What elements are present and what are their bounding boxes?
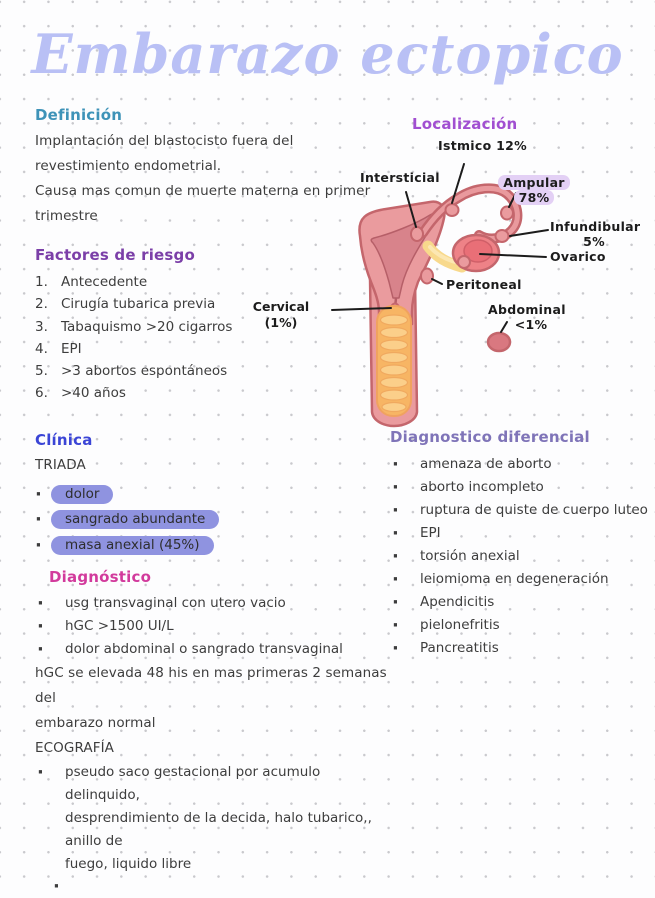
ecografia-heading: ECOGRAFÍA	[35, 740, 114, 757]
list-item: >3 abortos espontáneos	[61, 363, 228, 380]
highlighted-text: dolor	[51, 484, 114, 504]
factores-heading: Factores de riesgo	[35, 246, 195, 264]
ecografia-line: pseudo saco gestacional por acumulo deli…	[65, 764, 321, 804]
label-text: Cervical	[252, 299, 310, 314]
label-istmico: Istmico 12%	[438, 138, 527, 153]
definicion-heading: Definición	[35, 106, 123, 124]
localizacion-heading: Localización	[412, 115, 518, 133]
list-item: Apendicitis	[390, 591, 648, 614]
label-pct: <1%	[514, 317, 548, 332]
ovary-inner-shape	[463, 239, 493, 263]
list-item: sangrado abundante	[35, 507, 387, 533]
page-title: Embarazo ectopico	[31, 22, 624, 86]
pointer-lines	[331, 163, 549, 333]
list-item: pseudo saco gestacional por acumulo deli…	[35, 761, 387, 876]
list-item: usg transvaginal con utero vacio	[35, 592, 387, 615]
label-pct: 5%	[583, 234, 605, 249]
list-item: masa anexial (45%)	[35, 533, 387, 559]
list-item: Pancreatitis	[390, 637, 648, 660]
definicion-line: Implantación del blastocisto fuera del r…	[35, 133, 294, 174]
list-item: hGC >1500 UI/L	[35, 615, 387, 638]
list-item: torsión anexial	[390, 545, 648, 568]
uterus-illustration	[331, 163, 549, 428]
istmico-nodule	[444, 203, 460, 217]
infundibular-nodule	[494, 229, 510, 243]
infundibular-pointer	[509, 229, 549, 237]
label-pct: 78%	[513, 190, 555, 205]
peritoneal-pointer	[431, 278, 443, 285]
vaginal-ridges	[379, 314, 409, 413]
list-item: ruptura de quiste de cuerpo luteo	[390, 499, 648, 522]
label-cervical: Cervical (1%)	[248, 299, 314, 331]
label-ovarico: Ovarico	[550, 249, 606, 264]
diferencial-list: amenaza de aborto aborto incompleto rupt…	[390, 453, 648, 660]
label-intersticial: Intersticial	[360, 170, 440, 185]
clinica-heading: Clínica	[35, 430, 93, 449]
list-item: >40 años	[61, 385, 126, 402]
ecografia-line: fuego, liquido libre	[65, 856, 192, 873]
clinica-list: dolor sangrado abundante masa anexial (4…	[35, 482, 387, 559]
uterus-diagram: Istmico 12% Intersticial Ampular 78% Inf…	[330, 130, 655, 430]
left-column: Definición Implantación del blastocisto …	[35, 106, 387, 898]
highlighted-text: masa anexial (45%)	[51, 535, 214, 555]
diagnostico-note: hGC se elevada 48 his en mas primeras 2 …	[35, 665, 387, 707]
list-item: amenaza de aborto	[390, 453, 648, 476]
list-item: pielonefritis	[390, 614, 648, 637]
diagnostico-note: embarazo normal	[35, 715, 156, 732]
list-item: leiomioma en degeneración	[390, 568, 648, 591]
empty-bullet: ·	[53, 876, 60, 898]
intersticial-nodule	[410, 226, 424, 242]
list-item: Cirugía tubarica previa	[61, 296, 216, 313]
peritoneal-nodule	[420, 267, 434, 285]
label-text: Ampular	[498, 175, 570, 190]
ecografia-line: desprendimiento de la decida, halo tubar…	[65, 810, 372, 850]
label-peritoneal: Peritoneal	[446, 277, 522, 292]
label-pct: (1%)	[264, 315, 298, 330]
label-ampular: Ampular 78%	[493, 175, 575, 205]
ovum-shape	[457, 255, 471, 269]
list-item: EPI	[390, 522, 648, 545]
intersticial-pointer	[405, 191, 417, 228]
istmico-pointer	[451, 163, 465, 204]
list-item: dolor	[35, 482, 387, 508]
definicion-line: Causa mas comun de muerte materna en pri…	[35, 183, 371, 224]
list-item: Antecedente	[61, 274, 148, 290]
clinica-subheading: TRIADA	[35, 456, 86, 473]
ecografia-list: pseudo saco gestacional por acumulo deli…	[35, 761, 387, 876]
label-text: Abdominal	[488, 302, 566, 317]
right-column: Diagnostico diferencial amenaza de abort…	[390, 428, 648, 660]
highlighted-text: sangrado abundante	[51, 510, 220, 530]
ovarico-pointer	[479, 253, 547, 258]
diagnostico-heading: Diagnóstico	[49, 568, 152, 587]
cervical-pointer	[331, 307, 392, 311]
label-text: Infundibular	[550, 219, 641, 234]
list-item: EPI	[61, 340, 82, 357]
factores-list: Antecedente Cirugía tubarica previa Taba…	[35, 271, 387, 405]
list-item: aborto incompleto	[390, 476, 648, 499]
ampular-nodule	[500, 205, 514, 221]
label-abdominal: Abdominal <1%	[488, 302, 574, 332]
diagnostico-list: usg transvaginal con utero vacio hGC >15…	[35, 592, 387, 661]
abdominal-pointer	[500, 321, 508, 333]
label-infundibular: Infundibular 5%	[550, 219, 641, 249]
list-item: Tabaquismo >20 cigarros	[61, 318, 233, 335]
abdominal-nodule	[486, 331, 512, 353]
diferencial-heading: Diagnostico diferencial	[390, 428, 590, 446]
list-item: dolor abdominal o sangrado transvaginal	[35, 638, 387, 661]
